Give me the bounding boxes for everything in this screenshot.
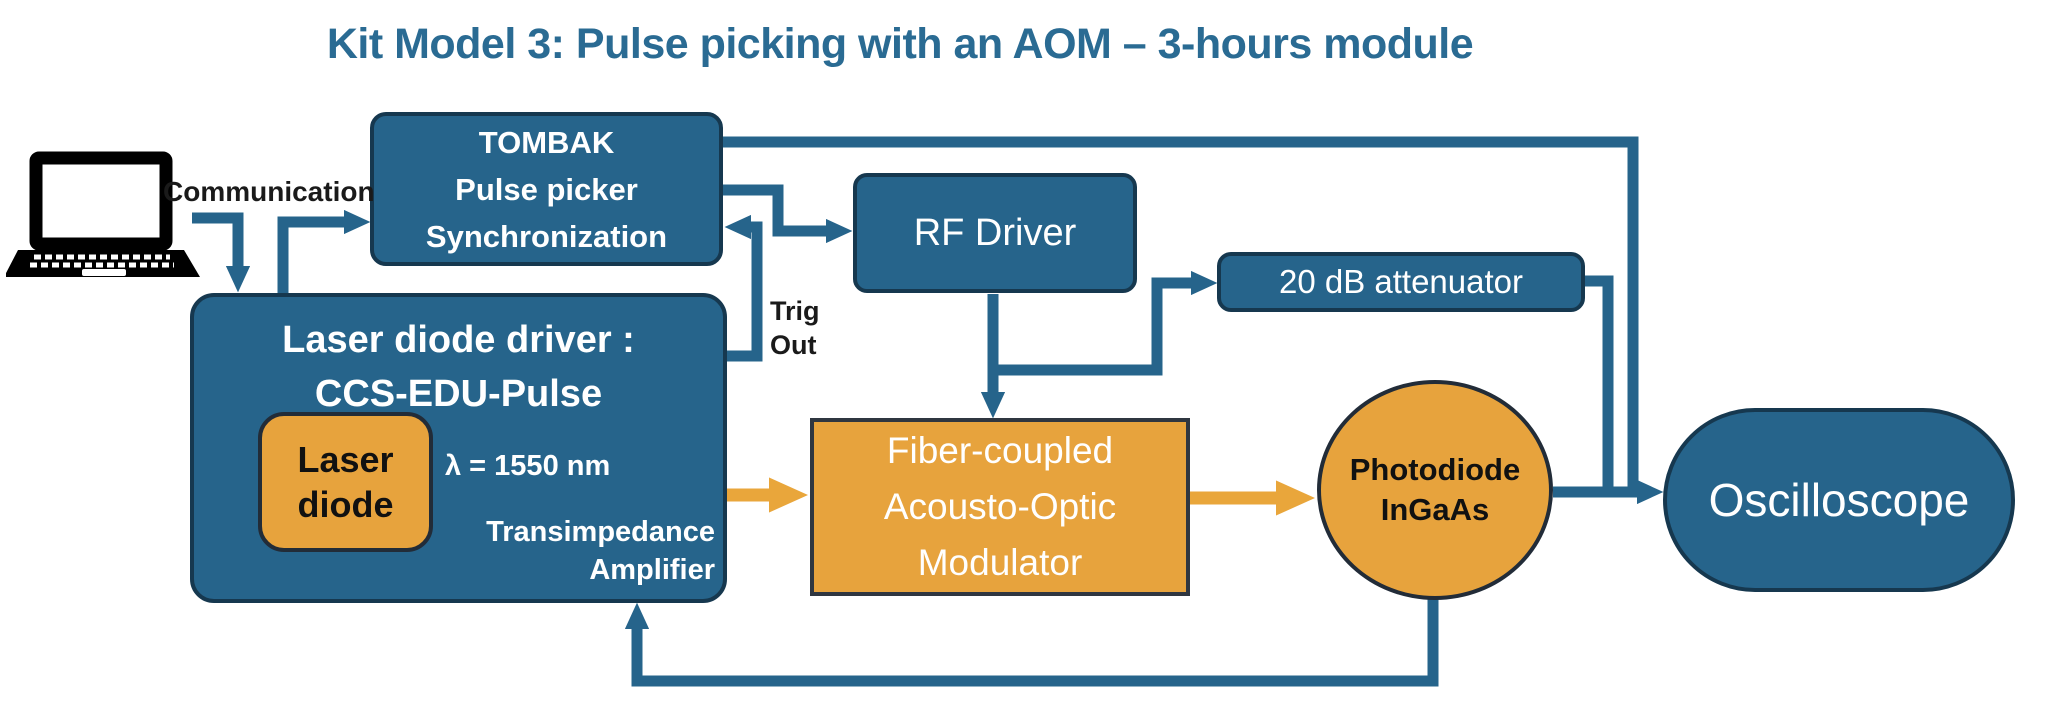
trig-out-label: Trig Out [770,294,820,362]
tombak-line: Pulse picker [455,171,638,207]
edge-laptop-to-laser-driver [192,212,251,293]
oscilloscope-label: Oscilloscope [1708,474,1970,526]
edge-tombak-to-rf-driver [723,184,853,244]
wavelength-label: λ = 1550 nm [445,450,611,482]
photodiode-line: Photodiode [1349,452,1521,487]
edge-rf-driver-to-attenuator [993,270,1218,376]
attenuator-label: 20 dB attenuator [1278,263,1524,300]
page-title: Kit Model 3: Pulse picking with an AOM –… [326,20,1474,68]
transimpedance-line: Transimpedance [486,516,715,548]
edge-attenuator-to-oscilloscope [1585,275,1614,492]
trig-out-line: Trig [770,296,820,326]
node-tombak-pulse-picker: TOMBAK Pulse picker Synchronization [370,112,723,266]
rf-driver-label: RF Driver [913,212,1077,254]
communication-label: Communication [163,176,375,207]
node-oscilloscope: Oscilloscope [1663,408,2015,592]
node-fiber-coupled-aom: Fiber-coupled Acousto-Optic Modulator [810,418,1190,596]
laptop-icon [4,150,206,290]
edge-tombak-to-oscilloscope [723,136,1639,492]
node-20db-attenuator: 20 dB attenuator [1217,252,1585,312]
aom-line: Modulator [917,542,1083,583]
node-photodiode-ingaas: Photodiode InGaAs [1317,380,1553,600]
aom-line: Acousto-Optic [883,486,1117,527]
transimpedance-amplifier-label: Transimpedance Amplifier [430,513,715,589]
edge-laser-driver-to-tombak [277,209,371,295]
edge-photodiode-to-transimpedance-feedback [624,598,1439,687]
laser-driver-title-line: Laser diode driver : [282,319,635,361]
edge-trig-out-to-tombak [724,214,763,362]
node-laser-diode: Laser diode [258,412,433,552]
photodiode-line: InGaAs [1380,492,1490,527]
trig-out-line: Out [770,330,817,360]
laser-driver-title-line: CCS-EDU-Pulse [314,373,603,415]
transimpedance-line: Amplifier [589,554,715,586]
tombak-line: Synchronization [425,218,668,254]
laser-diode-line: Laser [297,439,394,480]
node-rf-driver: RF Driver [853,173,1137,293]
laser-diode-line: diode [297,484,394,525]
aom-line: Fiber-coupled [886,430,1114,471]
tombak-line: TOMBAK [478,124,615,160]
